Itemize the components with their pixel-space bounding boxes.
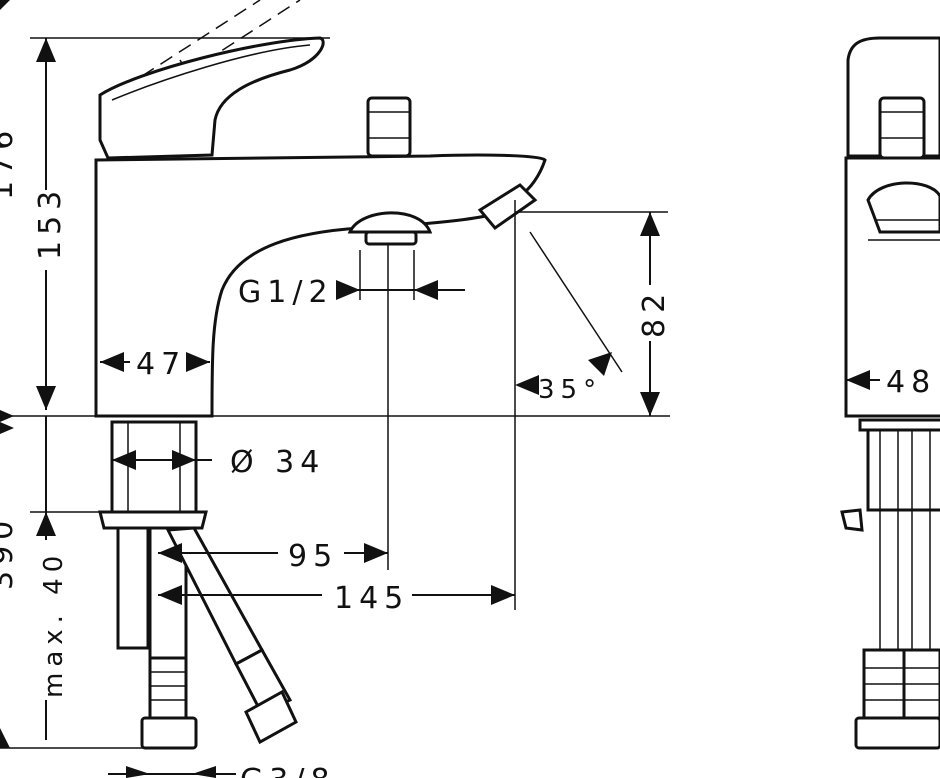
fixing-nut — [98, 510, 208, 530]
lever-handle — [98, 36, 325, 160]
supply-nut-1 — [140, 716, 198, 750]
side-shank — [866, 428, 940, 512]
diverter-knob — [366, 96, 412, 158]
dim-max-40: max. 40 — [39, 550, 69, 698]
mounting-shank — [110, 420, 198, 514]
threaded-rod — [116, 526, 150, 650]
side-knob — [878, 96, 926, 160]
dim-g12: G1/2 — [238, 275, 334, 310]
dim-176: 176 — [0, 125, 20, 200]
dim-82: 82 — [637, 288, 672, 338]
dim-47: 47 — [136, 347, 186, 382]
lever-handle-inner — [111, 44, 311, 101]
dim-145: 145 — [334, 581, 409, 616]
outlet-aerator — [347, 211, 433, 234]
dim-48: 48 — [886, 365, 936, 400]
dim-153: 153 — [33, 185, 68, 260]
side-nuts — [854, 716, 940, 750]
dim-g38: G3/8 — [240, 763, 336, 778]
dim-35: 35° — [538, 375, 602, 405]
dim-diameter-34: Ø 34 — [230, 445, 325, 480]
spout-outlet — [477, 183, 538, 231]
side-aerator — [866, 181, 940, 234]
dim-95: 95 — [288, 539, 338, 574]
dim-390: 390 — [0, 515, 20, 590]
supply-nut-2 — [244, 689, 298, 745]
